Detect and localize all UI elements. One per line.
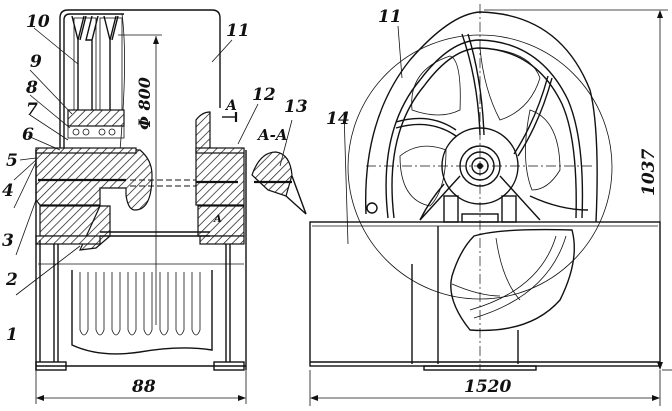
part-label-14: 14 [326,109,350,129]
wheel-guard [364,11,598,223]
part-label-11-front: 11 [226,21,250,41]
part-label-11-side: 11 [378,7,402,27]
pulley-group [67,15,125,139]
section-a-a-detail: A-A [251,126,307,215]
part-label-7: 7 [26,100,38,120]
part-label-12: 12 [252,85,276,105]
width-dimension-label: 88 [131,377,156,397]
section-title: A-A [256,126,288,144]
section-marker-top: A [224,98,237,114]
part-label-9: 9 [30,52,42,72]
part-label-5: 5 [6,151,18,171]
part-label-13: 13 [284,97,308,117]
part-label-2: 2 [5,270,18,290]
part-label-3: 3 [2,231,14,251]
housing-cover [59,9,221,150]
height-dimension-label: 1037 [639,149,659,196]
length-dimension-label: 1520 [464,377,511,397]
diameter-label: Φ 800 [135,77,154,130]
side-view: 11 14 1037 1520 [309,4,672,406]
right-bearing-housing [195,111,245,206]
part-label-1: 1 [6,325,18,345]
part-label-4: 4 [2,181,14,201]
bearing-bracket [419,175,541,221]
leader-lines [13,27,293,296]
part-label-10: 10 [26,12,50,32]
fin-comb [71,270,213,355]
front-section-view: Φ 800 A A A-A 88 [2,9,308,404]
section-marker-bottom: A [213,214,222,225]
base-frame [309,221,661,367]
wheel-spoke [461,33,481,136]
part-label-8: 8 [25,78,38,98]
collector-trough [450,228,575,332]
part-label-6: 6 [22,125,34,145]
